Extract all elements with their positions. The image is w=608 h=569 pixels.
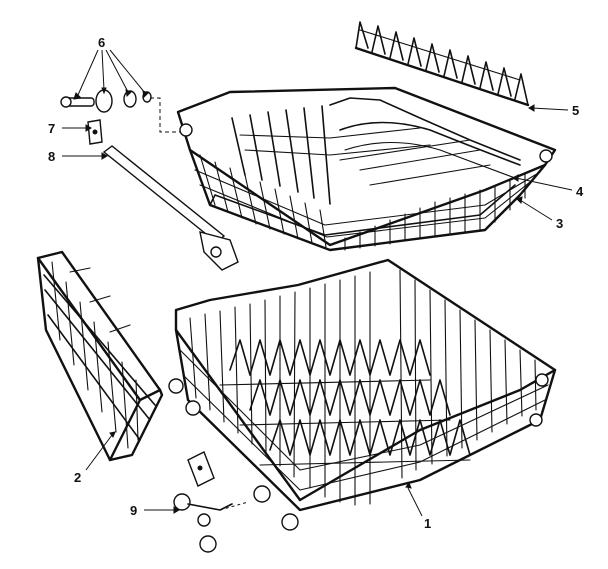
callout-3: 3 [556, 216, 563, 231]
wheel-bracket [173, 451, 249, 553]
callout-7: 7 [48, 121, 55, 136]
alignment-dashed-line [150, 97, 180, 133]
fold-down-tine-row [354, 21, 530, 107]
leader-lines [62, 49, 573, 517]
callout-4: 4 [576, 184, 584, 199]
silverware-basket [36, 250, 164, 462]
roller-assembly [60, 89, 152, 113]
callout-1: 1 [424, 516, 431, 531]
callout-9: 9 [130, 503, 137, 518]
lower-rack [168, 258, 557, 531]
callout-2: 2 [74, 470, 81, 485]
upper-rack [176, 86, 557, 252]
rack-clip [87, 119, 103, 145]
callout-6: 6 [98, 35, 105, 50]
callout-8: 8 [48, 149, 55, 164]
callout-5: 5 [572, 103, 579, 118]
rack-rail [102, 145, 239, 271]
